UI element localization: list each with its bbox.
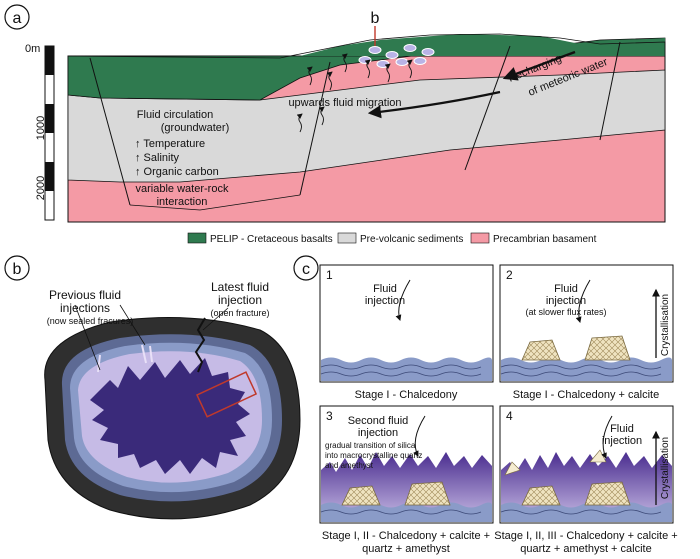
legend: PELIP - Cretaceous basalts Pre-volcanic … bbox=[187, 232, 597, 245]
water-rock-1: variable water-rock bbox=[136, 183, 229, 195]
stage-box-2: 2 Fluid injection (at slower flux rates)… bbox=[499, 264, 674, 401]
stage-2-note-3: (at slower flux rates) bbox=[525, 307, 606, 317]
stage-num-1: 1 bbox=[326, 268, 333, 282]
stage-4-caption-1: Stage I, II, III - Chalcedony + calcite … bbox=[494, 530, 677, 542]
previous-injections-1: Previous fluid bbox=[49, 288, 121, 302]
geode-cluster bbox=[358, 44, 435, 68]
temperature-label: ↑ Temperature bbox=[135, 138, 205, 150]
latest-injection-2: injection bbox=[218, 293, 262, 307]
sealed-fracture bbox=[97, 354, 101, 373]
stage-1-note-2: injection bbox=[365, 295, 405, 307]
stage-4-note-2: injection bbox=[602, 435, 642, 447]
amethyst-core bbox=[90, 358, 250, 474]
stage-2-note-2: injection bbox=[546, 295, 586, 307]
latest-injection-3: (open fracture) bbox=[210, 308, 269, 318]
panel-c-label: c bbox=[302, 261, 310, 278]
calcite-crystal bbox=[584, 335, 631, 361]
salinity-label: ↑ Salinity bbox=[135, 152, 180, 164]
sealed-fracture bbox=[149, 345, 153, 363]
depth-scale: 0m 1000 2000 bbox=[25, 43, 55, 221]
stage-3-extra-1: gradual transition of silica bbox=[325, 441, 416, 450]
previous-injections-3: (now sealed fracures) bbox=[47, 316, 134, 326]
stage-2-caption: Stage I - Chalcedony + calcite bbox=[513, 389, 659, 401]
panel-b-label: b bbox=[13, 261, 22, 278]
legend-swatch-sediment bbox=[337, 232, 357, 244]
panel-a-badge bbox=[4, 4, 30, 30]
calcite-crystal bbox=[521, 339, 561, 361]
sealed-fracture bbox=[141, 344, 147, 364]
panel-a-label: a bbox=[13, 10, 22, 27]
legend-basalt: PELIP - Cretaceous basalts bbox=[210, 234, 333, 245]
water-rock-2: interaction bbox=[157, 196, 208, 208]
stage-3-extra-2: into macrocrystalline quartz bbox=[325, 451, 422, 460]
panel-c-badge bbox=[293, 255, 319, 281]
stage-3-extra-3: and amethyst bbox=[325, 461, 374, 470]
organic-label: ↑ Organic carbon bbox=[135, 166, 219, 178]
recharge-arrow bbox=[502, 50, 576, 81]
basalt-cap bbox=[68, 34, 665, 56]
cross-section: b bbox=[67, 10, 666, 223]
marker-b: b bbox=[371, 10, 380, 27]
legend-swatch-basalt bbox=[187, 232, 207, 244]
fluid-arrows bbox=[296, 53, 413, 133]
stage-3-note-2: injection bbox=[358, 427, 398, 439]
legend-sediment: Pre-volcanic sediments bbox=[360, 234, 463, 245]
stage-box-4: 4 Fluid injection Crystallisation Stage … bbox=[494, 405, 678, 555]
stage-4-note-1: Fluid bbox=[610, 423, 634, 435]
stage-3-note-1: Second fluid bbox=[348, 415, 409, 427]
panel-b: b Previous fluid injections (now sealed … bbox=[4, 255, 301, 520]
panel-c: c 1 Fluid injection Stage I - Chalcedony… bbox=[293, 255, 678, 555]
legend-basement: Precambrian basament bbox=[493, 234, 597, 245]
stage-num-2: 2 bbox=[506, 268, 513, 282]
panel-b-badge bbox=[4, 255, 30, 281]
stage-1-note-1: Fluid bbox=[373, 283, 397, 295]
stage-4-caption-2: quartz + amethyst + calcite bbox=[520, 543, 651, 555]
previous-injections-2: injections bbox=[60, 301, 110, 315]
stage-box-3: 3 Second fluid injection gradual transit… bbox=[319, 405, 494, 555]
fluid-circulation-2: (groundwater) bbox=[161, 122, 229, 134]
stage-3-caption-1: Stage I, II - Chalcedony + calcite + bbox=[322, 530, 490, 542]
open-fracture bbox=[194, 317, 206, 373]
upwards-migration-label: upwards fluid migration bbox=[288, 97, 401, 109]
panel-a: a 0m 1000 2000 bbox=[4, 4, 666, 245]
stage-2-note-1: Fluid bbox=[554, 283, 578, 295]
stage-box-1: 1 Fluid injection Stage I - Chalcedony bbox=[319, 264, 494, 401]
latest-injection-1: Latest fluid bbox=[211, 280, 269, 294]
stage-4-side: Crystallisation bbox=[660, 437, 671, 499]
fluid-circulation-1: Fluid circulation bbox=[137, 109, 213, 121]
depth-tick-1000: 1000 bbox=[35, 116, 47, 140]
stage-num-3: 3 bbox=[326, 409, 333, 423]
depth-tick-0: 0m bbox=[25, 43, 40, 55]
zoom-box bbox=[196, 371, 258, 418]
stage-1-caption: Stage I - Chalcedony bbox=[355, 389, 458, 401]
stage-num-4: 4 bbox=[506, 409, 513, 423]
geode bbox=[44, 304, 301, 520]
depth-tick-2000: 2000 bbox=[35, 176, 47, 200]
stage-3-caption-2: quartz + amethyst bbox=[362, 543, 450, 555]
migration-arrow bbox=[367, 90, 501, 119]
stage-2-side: Crystallisation bbox=[660, 294, 671, 356]
legend-swatch-basement bbox=[470, 232, 490, 244]
